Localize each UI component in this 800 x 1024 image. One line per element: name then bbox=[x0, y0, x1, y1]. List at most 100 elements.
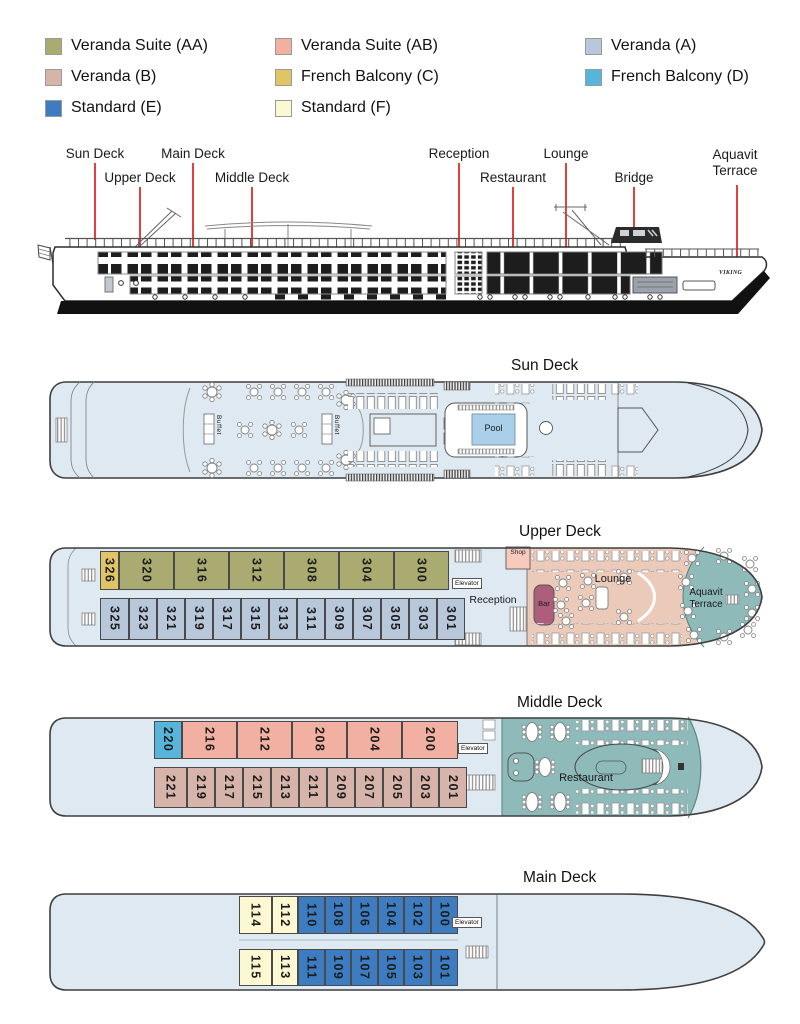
cabin-number: 207 bbox=[362, 774, 376, 801]
elevator-label: Elevator bbox=[452, 578, 482, 589]
pool bbox=[471, 413, 516, 446]
shop-label: Shop bbox=[510, 549, 526, 556]
cabin: 326 bbox=[100, 551, 119, 590]
cabin-number: 203 bbox=[418, 774, 432, 801]
shop-area bbox=[505, 546, 531, 570]
cabin: 320 bbox=[119, 551, 174, 590]
deck-plan-sun: Buffet Buffet Pool bbox=[40, 378, 770, 482]
cabin: 201 bbox=[439, 767, 467, 808]
cabin: 106 bbox=[351, 896, 378, 934]
seating-brackets bbox=[182, 387, 364, 473]
cabin-number: 321 bbox=[164, 606, 178, 632]
legend-swatch bbox=[275, 68, 292, 86]
legend-item: Veranda Suite (AB) bbox=[275, 36, 439, 56]
cabin: 313 bbox=[269, 598, 297, 640]
cabin-number: 114 bbox=[248, 902, 263, 928]
terrace-stairs bbox=[725, 594, 740, 605]
cabin: 323 bbox=[129, 598, 157, 640]
cabin-number: 212 bbox=[257, 727, 272, 753]
cabin: 108 bbox=[325, 896, 351, 934]
middle-cabin-row-top: 220 216 212 208 204 200 bbox=[40, 721, 770, 759]
cabin: 303 bbox=[409, 598, 437, 640]
callout-line bbox=[94, 163, 96, 240]
cabin-number: 325 bbox=[107, 606, 122, 632]
cabin-number: 323 bbox=[136, 606, 150, 632]
callout-line bbox=[736, 185, 738, 264]
pool-area bbox=[444, 402, 553, 458]
elevator-label: Elevator bbox=[458, 743, 488, 754]
profile-masts bbox=[134, 204, 610, 248]
cabin: 213 bbox=[271, 767, 299, 808]
cabin-number: 312 bbox=[249, 557, 264, 584]
callout-line bbox=[565, 163, 567, 262]
middle-hull-outline bbox=[49, 717, 763, 817]
legend-label: French Balcony (D) bbox=[611, 68, 749, 85]
ship-name: VIKING bbox=[719, 270, 743, 276]
restaurant-label: Restaurant bbox=[559, 772, 613, 784]
legend-label: Veranda Suite (AB) bbox=[301, 37, 438, 54]
bow-structure bbox=[617, 407, 659, 453]
cabin-number: 300 bbox=[414, 557, 429, 584]
callout-label: Lounge bbox=[543, 146, 589, 161]
legend-swatch bbox=[275, 37, 292, 55]
reception-label: Reception bbox=[469, 594, 517, 606]
bow-railing-ticks bbox=[645, 249, 759, 257]
cabin: 311 bbox=[297, 598, 325, 640]
cabin-number: 108 bbox=[331, 902, 345, 928]
main-stairs bbox=[465, 945, 489, 959]
ship-profile-graphic: VIKING bbox=[37, 204, 770, 314]
legend-swatch bbox=[275, 99, 292, 117]
cabin-number: 215 bbox=[250, 774, 264, 801]
cabin-number: 109 bbox=[331, 954, 345, 981]
cabin: 208 bbox=[292, 721, 347, 759]
cabin-number: 105 bbox=[384, 954, 398, 981]
cabin-number: 219 bbox=[194, 774, 208, 801]
bow-tender-box bbox=[682, 280, 716, 291]
legend-label: Standard (E) bbox=[71, 99, 162, 116]
upper-cabin-row-bottom: 325 323 321 319 317 315 313 bbox=[40, 598, 770, 640]
cabin: 207 bbox=[355, 767, 383, 808]
deck-title-sun: Sun Deck bbox=[511, 357, 579, 374]
legend-item: Standard (F) bbox=[275, 98, 439, 118]
cabin-number: 216 bbox=[202, 727, 217, 753]
cabin: 110 bbox=[298, 896, 325, 934]
portholes bbox=[152, 294, 663, 300]
cabin-number: 316 bbox=[194, 557, 209, 584]
lounge-furniture bbox=[532, 551, 682, 644]
restaurant-furniture bbox=[507, 720, 688, 814]
middle-cabin-row-bottom: 221 219 217 215 213 211 209 bbox=[40, 767, 770, 808]
cabin-number: 107 bbox=[357, 954, 372, 981]
cabin: 113 bbox=[272, 949, 298, 986]
waterline bbox=[57, 271, 770, 314]
cabin-number: 200 bbox=[423, 727, 437, 753]
cabin-number: 111 bbox=[304, 955, 319, 980]
cabin: 304 bbox=[339, 551, 394, 590]
cabin: 301 bbox=[437, 598, 465, 640]
main-cabin-row-bottom: 115 113 111 109 107 105 103 bbox=[40, 949, 770, 986]
callout-label: Aquavit Terrace bbox=[712, 147, 758, 178]
cabin-number: 102 bbox=[410, 902, 425, 928]
buffet-label: Buffet bbox=[333, 415, 340, 435]
cabin: 319 bbox=[185, 598, 213, 640]
cabin-number: 305 bbox=[388, 606, 402, 632]
middle-stairs bbox=[464, 719, 496, 791]
deck-title-upper: Upper Deck bbox=[519, 523, 601, 540]
elevator-label: Elevator bbox=[452, 917, 482, 928]
loungers-top bbox=[348, 393, 438, 409]
top-railing-ticks bbox=[65, 239, 623, 247]
cabin-number: 112 bbox=[278, 902, 292, 928]
stern-line bbox=[67, 547, 77, 647]
legend-swatch bbox=[45, 37, 62, 55]
whirlpool bbox=[539, 421, 553, 435]
cabin-number: 213 bbox=[278, 774, 292, 801]
cabin: 308 bbox=[284, 551, 339, 590]
cabin: 205 bbox=[383, 767, 411, 808]
cabin: 300 bbox=[394, 551, 449, 590]
cabin: 209 bbox=[327, 767, 355, 808]
cabin-number: 115 bbox=[248, 955, 263, 980]
profile-windows bbox=[97, 251, 678, 295]
callout-label: Bridge bbox=[614, 170, 654, 185]
legend-item: French Balcony (D) bbox=[585, 67, 749, 87]
cabin-number: 308 bbox=[304, 557, 319, 584]
